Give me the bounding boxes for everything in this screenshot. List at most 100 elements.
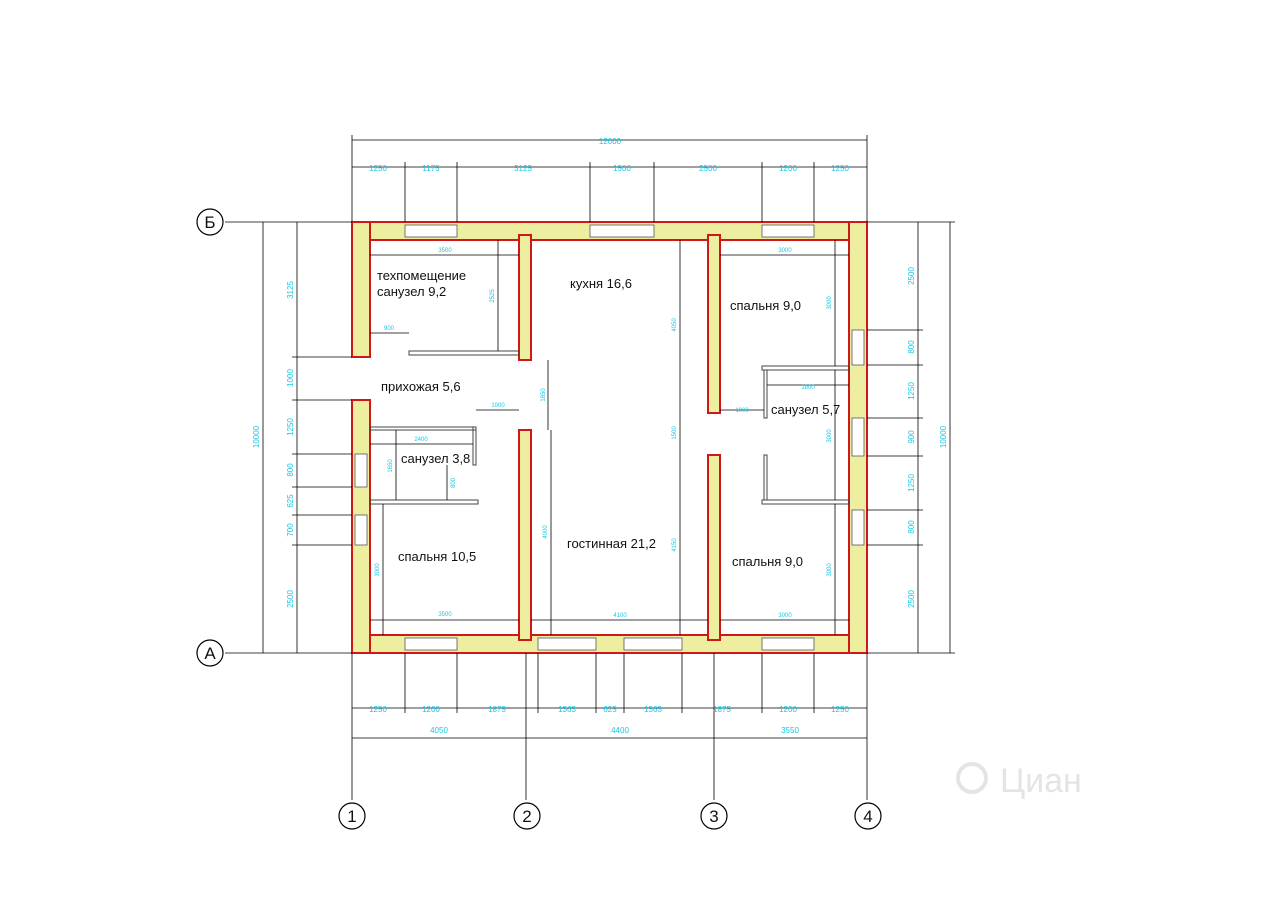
dim-wc2-height: 3000 [827, 429, 833, 443]
partitions [369, 350, 850, 505]
window-bottom-2 [537, 637, 597, 651]
dim-top-6: 1200 [779, 164, 797, 173]
dim-bottom-3: 1875 [488, 705, 506, 714]
room-wc1-label: санузел 9,2 [377, 284, 446, 299]
room-hall-label: прихожая 5,6 [381, 379, 461, 394]
dim-wc2-door: 1000 [735, 408, 749, 414]
dim-bottom-8: 1200 [779, 705, 797, 714]
partition-wc2-door2 [763, 454, 768, 501]
room-wc3-label: санузел 3,8 [401, 451, 470, 466]
dim-left-1: 3125 [286, 281, 295, 299]
windows [354, 224, 865, 651]
partition-wc2-bottom [761, 499, 850, 505]
room-bedroom-tr-label: спальня 9,0 [730, 298, 801, 313]
dim-right-1: 2500 [907, 267, 916, 285]
watermark-logo [956, 762, 988, 794]
room-labels: техпомещение санузел 9,2 кухня 16,6 спал… [377, 268, 840, 569]
axis-2-label: 2 [522, 807, 531, 826]
room-living-label: гостинная 21,2 [567, 536, 656, 551]
dim-bottom-4: 1363 [558, 705, 576, 714]
axis-B-label: Б [204, 213, 215, 232]
dim-top-4: 1500 [613, 164, 631, 173]
window-right-3 [851, 509, 865, 546]
dim-corridor-1500: 1500 [672, 426, 678, 440]
dim-left-5: 625 [286, 494, 295, 508]
dim-right-6: 800 [907, 520, 916, 534]
window-right-1 [851, 329, 865, 366]
dim-top-1: 1250 [369, 164, 387, 173]
dim-left-4: 800 [286, 463, 295, 477]
window-left-1 [354, 453, 368, 488]
partition-wc3-bottom [369, 499, 479, 505]
dim-living-width: 4100 [613, 613, 627, 619]
inner-dimension-lines [370, 240, 849, 635]
room-bedroom-l-label: спальня 10,5 [398, 549, 476, 564]
dim-wc3-width: 2400 [414, 437, 428, 443]
dim-living-height: 4000 [543, 525, 549, 539]
dim-bedbr-width: 3000 [778, 613, 792, 619]
window-top-2 [589, 224, 655, 238]
dim-door-1000: 1000 [491, 403, 505, 409]
dim-top-2: 1175 [422, 164, 440, 173]
window-bottom-4 [761, 637, 815, 651]
dim-corridor-4150: 4150 [672, 538, 678, 552]
partition-wc3-top [369, 426, 477, 431]
axis-1-label: 1 [347, 807, 356, 826]
axis-3-label: 3 [709, 807, 718, 826]
outer-dimension-texts: 12000 1250 1175 3125 1500 2500 1200 1250… [252, 137, 948, 735]
dim-right-total: 10000 [939, 425, 948, 448]
partition-wc3-side [472, 426, 477, 466]
dim-tech-height: 2525 [490, 289, 496, 303]
dim-bedl-width: 3500 [438, 612, 452, 618]
window-bottom-1 [404, 637, 458, 651]
dim-bedtr-height: 3000 [827, 296, 833, 310]
dim-bedtr-width: 3000 [778, 248, 792, 254]
dim-wc2-width: 1800 [801, 385, 815, 391]
dim-top-total: 12000 [599, 137, 622, 146]
dim-left-3: 1250 [286, 418, 295, 436]
dim-top-5: 2500 [699, 164, 717, 173]
dim-left-2: 1000 [286, 369, 295, 387]
room-kitchen-label: кухня 16,6 [570, 276, 632, 291]
dim-right-3: 1250 [907, 382, 916, 400]
axis-4-label: 4 [863, 807, 872, 826]
outer-dimension-lines [262, 135, 955, 739]
room-wc2-label: санузел 5,7 [771, 402, 840, 417]
dim-bottom-7: 1875 [713, 705, 731, 714]
dim-bottom2-1: 4050 [430, 726, 448, 735]
window-top-1 [404, 224, 458, 238]
room-tech-label: техпомещение [377, 268, 466, 283]
watermark-text: Циан [1000, 762, 1082, 800]
window-right-2 [851, 417, 865, 457]
partition-wc2-top [761, 365, 850, 371]
axis-labels: 1 2 3 4 Б А [196, 208, 882, 830]
axis-lines [225, 221, 868, 800]
window-top-3 [761, 224, 815, 238]
dim-right-7: 2500 [907, 590, 916, 608]
dim-bottom-6: 1363 [644, 705, 662, 714]
dim-bedbr-height: 3000 [827, 563, 833, 577]
wall-axis3-lower [707, 454, 721, 641]
wall-axis3-upper [707, 234, 721, 414]
wall-left-upper [351, 221, 371, 358]
dim-tech-width: 3500 [438, 248, 452, 254]
dim-kitchen-height: 4050 [672, 318, 678, 332]
partition-tech [408, 350, 520, 356]
wall-axis2-upper [518, 234, 532, 361]
dim-bottom2-2: 4400 [611, 726, 629, 735]
dim-left-7: 2500 [286, 590, 295, 608]
inner-dimension-texts: 3500 2525 900 1850 1000 2400 1650 800 35… [375, 248, 833, 619]
room-bedroom-br-label: спальня 9,0 [732, 554, 803, 569]
dim-right-2: 800 [907, 340, 916, 354]
dim-left-total: 10000 [252, 425, 261, 448]
watermark: Циан [956, 762, 1082, 800]
dim-hall-vertical: 1850 [541, 388, 547, 402]
dim-bottom-2: 1200 [422, 705, 440, 714]
dim-bedl-height: 3000 [375, 563, 381, 577]
wall-axis2-lower [518, 429, 532, 641]
dim-bottom-9: 1250 [831, 705, 849, 714]
dim-right-4: 900 [907, 430, 916, 444]
dim-left-6: 700 [286, 523, 295, 537]
dim-right-5: 1250 [907, 474, 916, 492]
